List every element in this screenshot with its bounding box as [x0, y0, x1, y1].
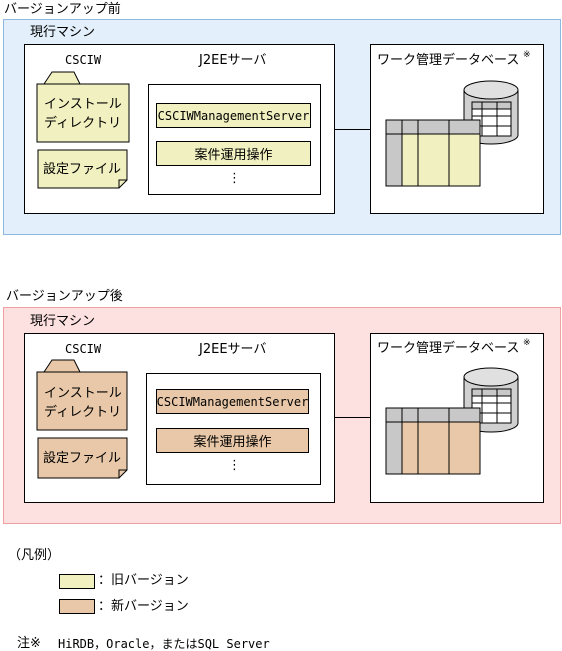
after-section-title: バージョンアップ後 [6, 289, 123, 304]
legend-title: （凡例） [8, 548, 61, 563]
after-mgmt-server-component: CSCIWManagementServer [156, 389, 309, 414]
after-connector-line [335, 417, 371, 418]
before-csciw-label: CSCIW [65, 53, 102, 67]
before-install-dir-label-2: ディレクトリ [44, 116, 122, 131]
before-db-label: ワーク管理データベース [377, 53, 520, 68]
after-machine-label: 現行マシン [30, 314, 96, 329]
before-ellipsis: ⋮ [228, 171, 241, 186]
legend-new-swatch [59, 599, 95, 614]
legend-old-label: ：旧バージョン [98, 573, 189, 588]
after-db-label: ワーク管理データベース [377, 341, 520, 356]
note-text: HiRDB，Oracle，またはSQL Server [58, 637, 270, 651]
after-j2ee-label: J2EEサーバ [199, 342, 267, 357]
before-settings-file-label: 設定ファイル [43, 162, 122, 177]
before-j2ee-server-box [148, 84, 321, 195]
after-install-dir-label-2: ディレクトリ [44, 405, 122, 420]
before-install-dir-label-1: インストール [44, 97, 122, 112]
after-install-dir-label-1: インストール [44, 386, 122, 401]
after-ellipsis: ⋮ [228, 458, 241, 473]
before-j2ee-label: J2EEサーバ [199, 53, 267, 68]
before-case-ops-component: 案件運用操作 [156, 141, 311, 166]
after-db-note-mark: ※ [523, 338, 531, 348]
after-csciw-label: CSCIW [65, 342, 102, 356]
before-machine-label: 現行マシン [30, 25, 96, 40]
before-db-note-mark: ※ [523, 50, 531, 60]
after-settings-file-label: 設定ファイル [43, 451, 122, 466]
legend-old-swatch [59, 574, 95, 589]
legend-new-label: ：新バージョン [98, 599, 189, 614]
before-mgmt-server-component: CSCIWManagementServer [156, 103, 311, 128]
after-case-ops-component: 案件運用操作 [156, 428, 309, 453]
before-connector-line [335, 129, 371, 130]
before-section-title: バージョンアップ前 [4, 2, 121, 17]
note-prefix: 注※ [17, 636, 41, 651]
